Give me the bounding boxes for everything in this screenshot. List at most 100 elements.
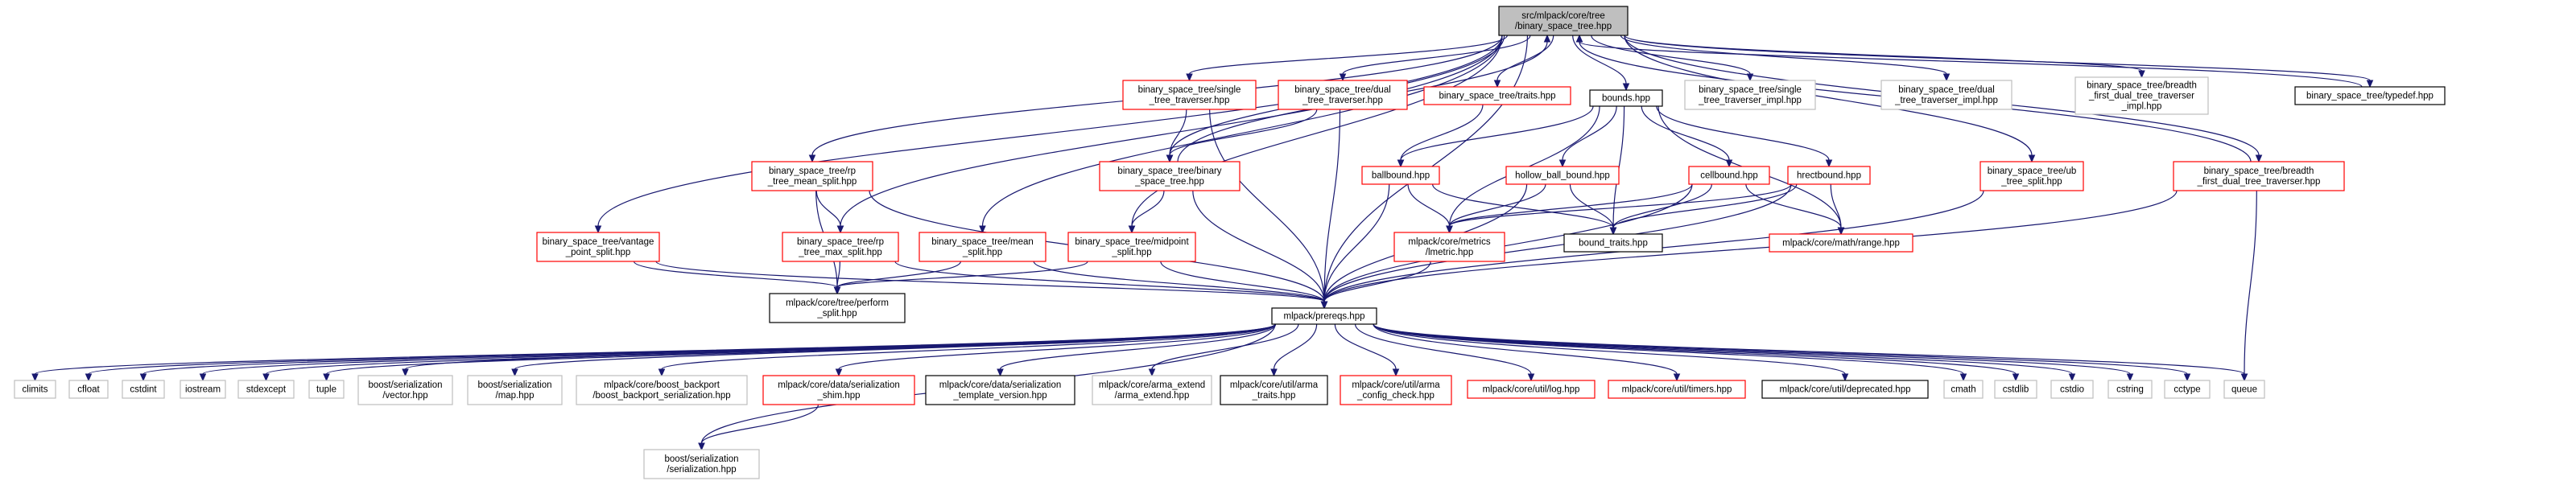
node-ballbound[interactable]: ballbound.hpp — [1361, 166, 1440, 185]
node-bf-impl: binary_space_tree/breadth_first_dual_tre… — [2074, 76, 2209, 115]
node-vantage[interactable]: binary_space_tree/vantage_point_split.hp… — [536, 232, 660, 262]
node-box — [122, 380, 165, 399]
node-range[interactable]: mlpack/core/math/range.hpp — [1769, 233, 1913, 253]
edge-ser_shim-to-bs_serialization — [698, 404, 819, 451]
node-label-line: mlpack/core/data/serialization — [939, 380, 1062, 390]
node-midpoint[interactable]: binary_space_tree/midpoint_split.hpp — [1067, 232, 1196, 262]
edge-single_trav-to-prereqs — [1209, 109, 1328, 310]
node-ser-shim[interactable]: mlpack/core/data/serialization_shim.hpp — [762, 375, 915, 405]
node-label-line: /arma_extend.hpp — [1115, 391, 1190, 401]
node-box — [643, 449, 760, 479]
node-label-line: binary_space_tree/typedef.hpp — [2306, 92, 2434, 101]
node-box — [1589, 89, 1663, 107]
node-single-trav[interactable]: binary_space_tree/single_tree_traverser.… — [1122, 80, 1257, 110]
edge-prereqs-to-bs_vector — [402, 323, 1276, 377]
node-label-line: binary_space_tree/breadth — [2204, 166, 2314, 176]
node-label-line: binary_space_tree/dual — [1294, 85, 1391, 95]
node-label-line: cellbound.hpp — [1700, 171, 1758, 181]
edge-bf_trav-to-prereqs — [1320, 190, 2178, 310]
node-label-line: binary_space_tree/ub — [1988, 166, 2077, 176]
node-timers[interactable]: mlpack/core/util/timers.hpp — [1608, 380, 1746, 399]
node-typedef[interactable]: binary_space_tree/typedef.hpp — [2294, 86, 2446, 105]
node-box — [2223, 380, 2265, 399]
node-box — [1467, 380, 1596, 399]
node-label-line: /serialization.hpp — [667, 465, 736, 475]
node-label-line: _split.hpp — [816, 309, 857, 319]
node-label-line: cfloat — [77, 385, 100, 395]
node-label-line: ballbound.hpp — [1372, 171, 1430, 181]
node-traits[interactable]: binary_space_tree/traits.hpp — [1423, 86, 1571, 105]
node-box — [1608, 380, 1746, 399]
node-label-line: /vector.hpp — [382, 391, 427, 401]
node-label-line: binary_space_tree/dual — [1898, 85, 1995, 95]
node-deprecated[interactable]: mlpack/core/util/deprecated.hpp — [1761, 380, 1929, 399]
node-bf-trav[interactable]: binary_space_tree/breadth_first_dual_tre… — [2173, 161, 2345, 191]
node-box — [357, 375, 453, 405]
node-label-line: binary_space_tree/binary — [1117, 166, 1221, 176]
edge-vantage-to-perform — [633, 261, 841, 295]
edge-rp_max-to-prereqs — [894, 261, 1328, 310]
node-box — [762, 375, 915, 405]
edge-prereqs-to-ser_shim — [835, 323, 1276, 377]
node-hrect[interactable]: hrectbound.hpp — [1787, 166, 1871, 185]
node-ser-tv[interactable]: mlpack/core/data/serialization_template_… — [925, 375, 1075, 405]
node-box — [1994, 380, 2037, 399]
edge-hrect-to-prereqs — [1320, 183, 1792, 310]
node-cfloat: cfloat — [68, 380, 109, 399]
node-box — [237, 380, 295, 399]
node-cellbound[interactable]: cellbound.hpp — [1688, 166, 1770, 185]
node-label-line: mlpack/core/arma_extend — [1099, 380, 1205, 390]
node-box — [2050, 380, 2094, 399]
node-box — [1943, 380, 1984, 399]
node-label-line: _space_tree.hpp — [1134, 177, 1204, 187]
node-box — [2294, 86, 2446, 105]
edge-root-to-midpoint — [1128, 35, 1503, 234]
node-label-line: binary_space_tree/rp — [797, 237, 884, 247]
node-label-line: binary_space_tree/vantage — [543, 237, 654, 247]
node-box — [1092, 375, 1212, 405]
node-label-line: stdexcept — [246, 385, 287, 395]
node-ub[interactable]: binary_space_tree/ub_tree_split.hpp — [1979, 161, 2084, 191]
node-hollow[interactable]: hollow_ball_bound.hpp — [1505, 166, 1620, 185]
node-lmetric[interactable]: mlpack/core/metrics/lmetric.hpp — [1393, 232, 1505, 262]
node-box — [1220, 375, 1328, 405]
node-bst[interactable]: binary_space_tree/binary_space_tree.hpp — [1099, 161, 1241, 191]
node-label-line: mlpack/core/math/range.hpp — [1782, 239, 1900, 249]
node-box — [782, 232, 899, 262]
node-prereqs[interactable]: mlpack/prereqs.hpp — [1271, 307, 1377, 325]
node-rp-max[interactable]: binary_space_tree/rp_tree_max_split.hpp — [782, 232, 899, 262]
edge-root-to-ub — [1624, 35, 2036, 163]
node-stdexcept: stdexcept — [237, 380, 295, 399]
node-bounds[interactable]: bounds.hpp — [1589, 89, 1663, 107]
edge-hrect-to-bound_traits — [1609, 183, 1798, 236]
node-rp-mean[interactable]: binary_space_tree/rp_tree_mean_split.hpp — [751, 161, 873, 191]
node-box — [1340, 375, 1452, 405]
node-dual-trav[interactable]: binary_space_tree/dual_tree_traverser.hp… — [1278, 80, 1408, 110]
node-mean-split[interactable]: binary_space_tree/mean_split.hpp — [919, 232, 1046, 262]
node-arma-traits[interactable]: mlpack/core/util/arma_traits.hpp — [1220, 375, 1328, 405]
node-bs-serialization: boost/serialization/serialization.hpp — [643, 449, 760, 479]
edge-traits-to-ballbound — [1397, 104, 1484, 168]
edge-prereqs-to-bs_map — [511, 323, 1276, 377]
node-box — [1393, 232, 1505, 262]
node-label-line: _template_version.hpp — [952, 391, 1046, 401]
node-label-line: _first_dual_tree_traverser.hpp — [2197, 177, 2321, 187]
node-box — [1787, 166, 1871, 185]
node-box — [769, 293, 906, 323]
node-label-line: binary_space_tree/midpoint — [1075, 237, 1189, 247]
node-perform[interactable]: mlpack/core/tree/perform_split.hpp — [769, 293, 906, 323]
node-box — [1278, 80, 1408, 110]
node-bound-traits[interactable]: bound_traits.hpp — [1563, 233, 1663, 253]
node-arma-config[interactable]: mlpack/core/util/arma_config_check.hpp — [1340, 375, 1452, 405]
node-box — [2107, 380, 2153, 399]
node-box — [1761, 380, 1929, 399]
node-box — [919, 232, 1046, 262]
node-box — [1880, 80, 2013, 110]
node-label-line: binary_space_tree/traits.hpp — [1439, 92, 1555, 101]
node-cctype: cctype — [2164, 380, 2211, 399]
edge-root-to-dual_trav — [1339, 35, 1531, 82]
node-log[interactable]: mlpack/core/util/log.hpp — [1467, 380, 1596, 399]
node-label-line: _config_check.hpp — [1356, 391, 1435, 401]
edge-root-to-single_impl — [1591, 35, 1754, 82]
edge-bf_trav-to-queue — [2240, 190, 2257, 382]
